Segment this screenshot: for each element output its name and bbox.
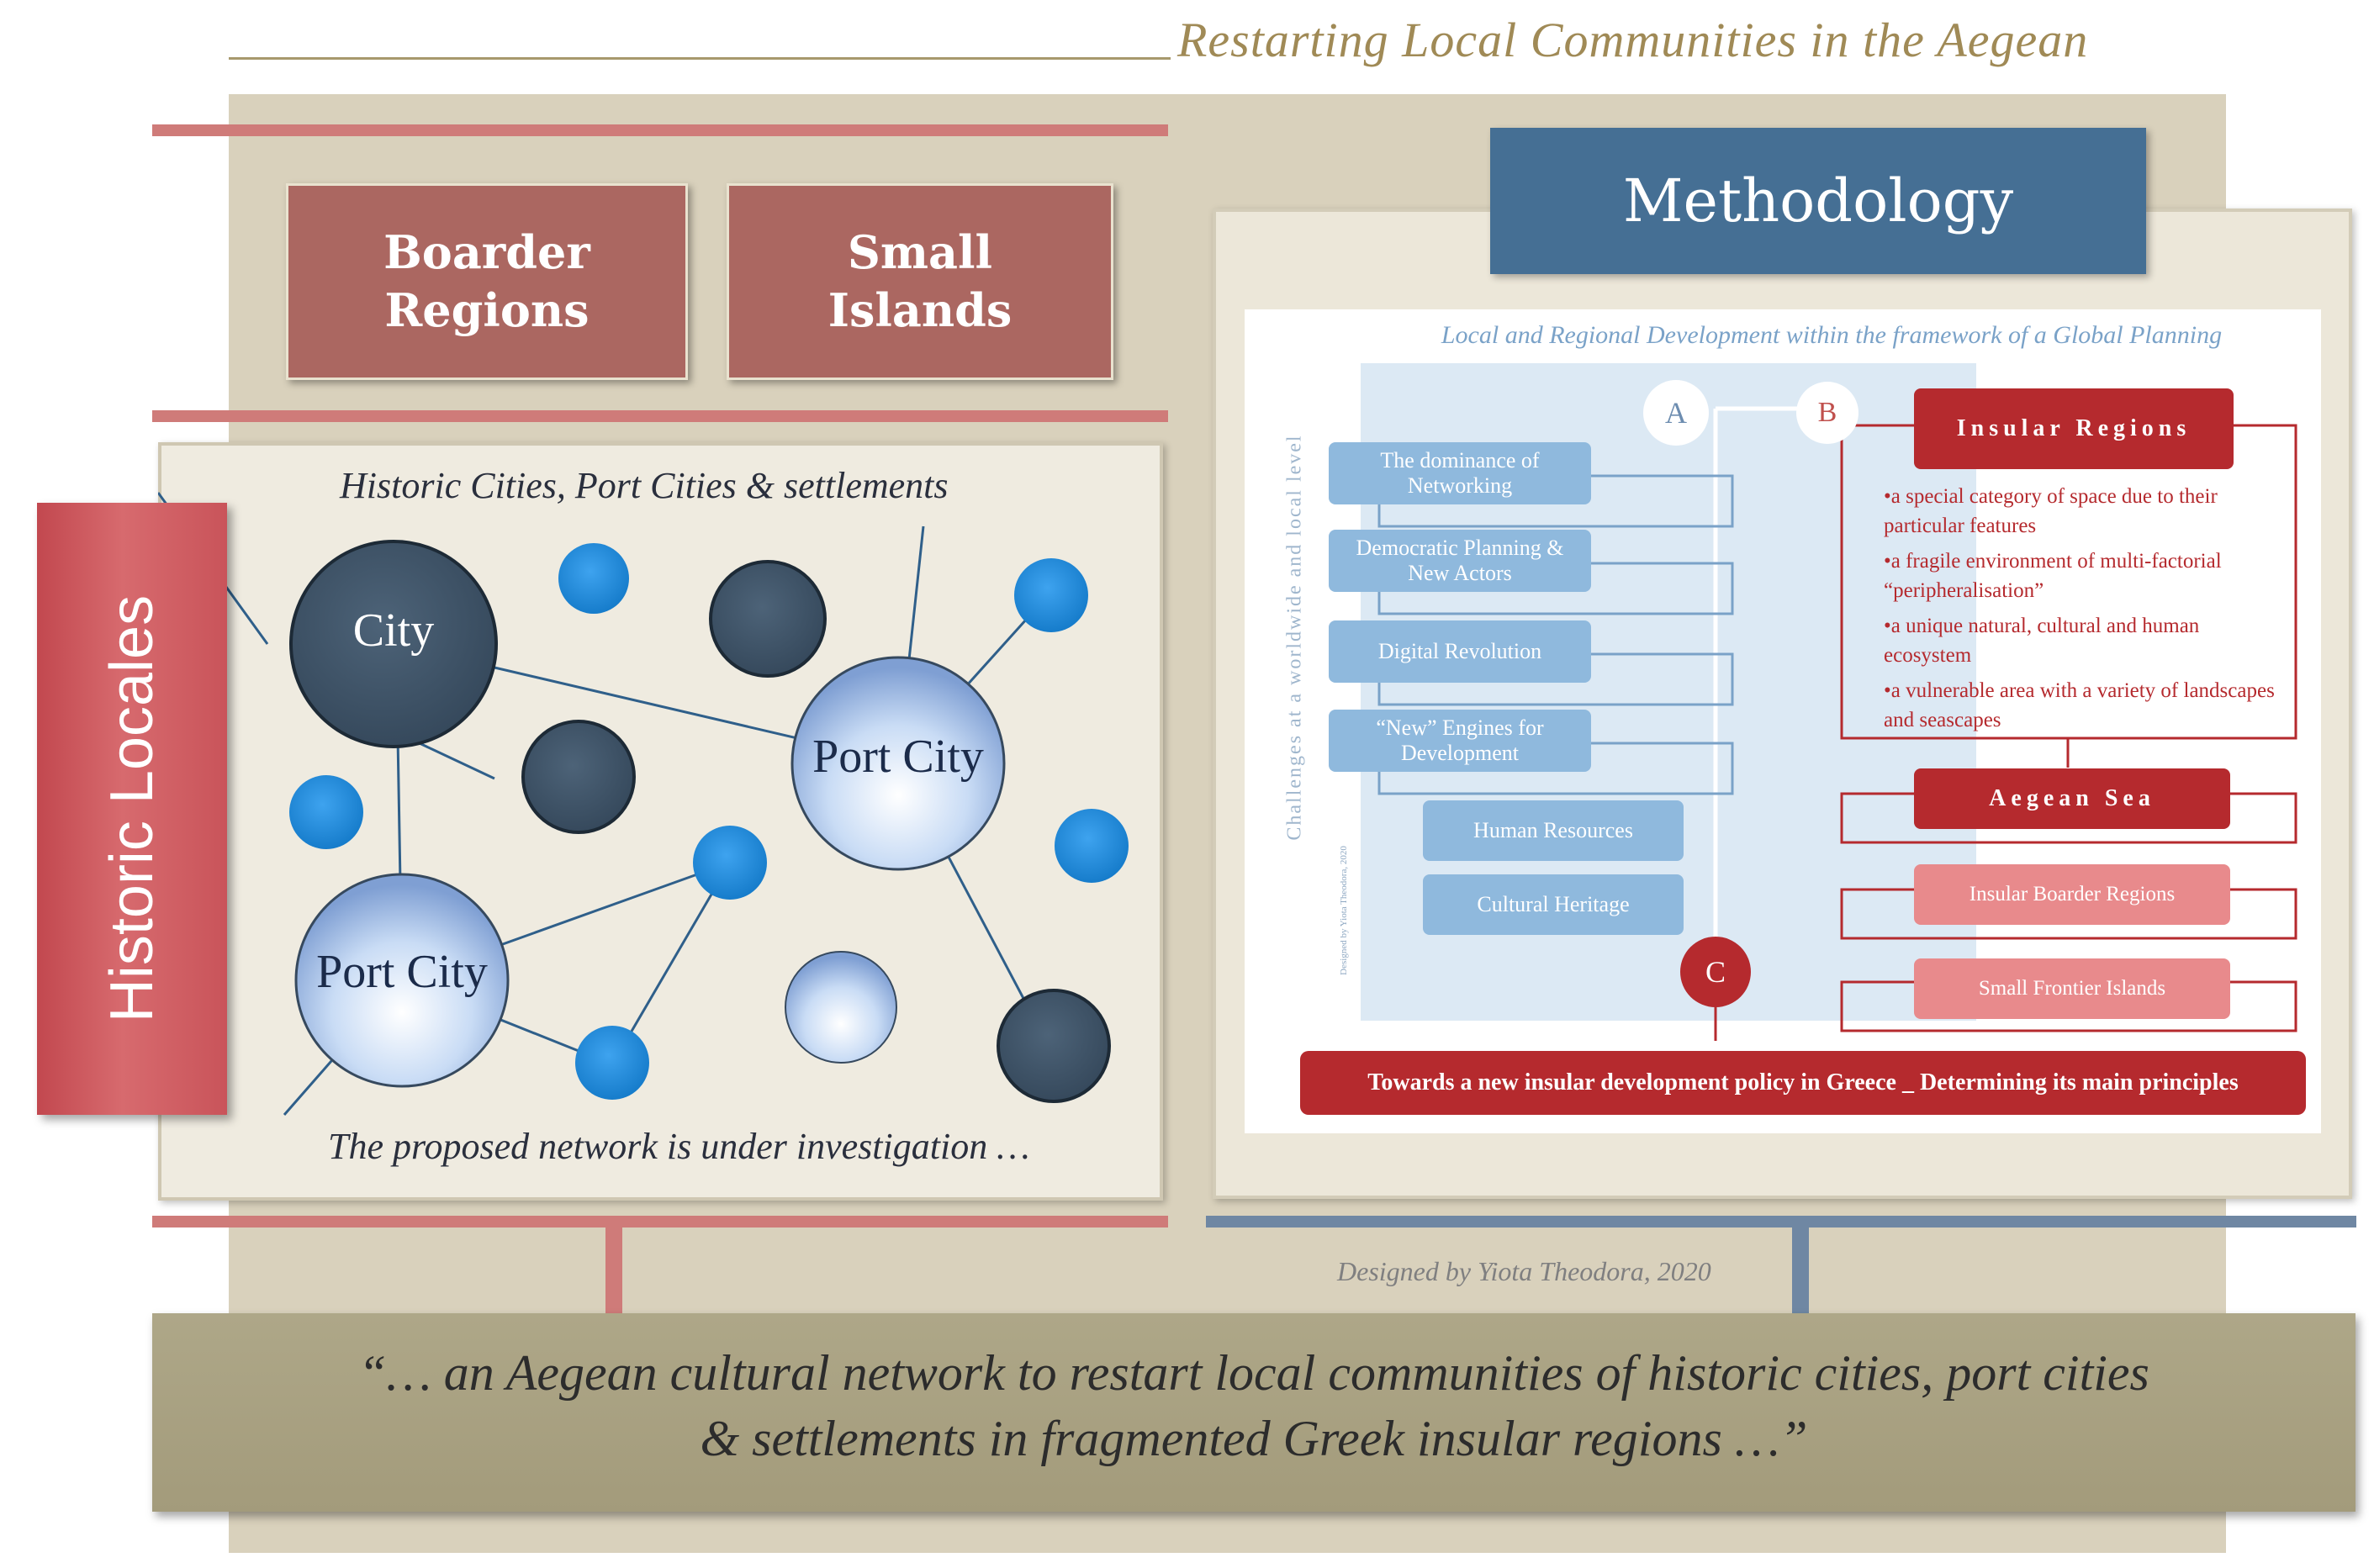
challenge-box: “New” Engines for Development (1329, 710, 1591, 772)
network-caption-top: Historic Cities, Port Cities & settlemen… (340, 465, 949, 506)
page-title: Restarting Local Communities in the Aege… (1177, 13, 2089, 67)
aegean-sea-box: Aegean Sea (1914, 768, 2230, 829)
insular-bullets: •a special category of space due to thei… (1884, 483, 2279, 735)
challenge-box: Digital Revolution (1329, 620, 1591, 683)
figure-title: Local and Regional Development within th… (1441, 321, 2223, 349)
bottom-divider-bar-left (152, 1216, 1168, 1227)
challenge-box: Human Resources (1423, 800, 1684, 861)
insular-bullet: •a unique natural, cultural and human ec… (1884, 615, 2200, 667)
methodology-title: Methodology (1490, 128, 2146, 274)
insular-bullet: •a special category of space due to thei… (1884, 485, 2218, 537)
bottom-divider-bar-right (1206, 1216, 2356, 1227)
quote-banner: “… an Aegean cultural network to restart… (152, 1313, 2355, 1512)
marker-b: B (1796, 382, 1858, 444)
marker-a: A (1643, 380, 1709, 446)
challenge-box: Democratic Planning & New Actors (1329, 530, 1591, 592)
settlement-node (521, 720, 636, 834)
small-node (575, 1026, 649, 1100)
quote-line-2: & settlements in fragmented Greek insula… (700, 1411, 1808, 1466)
policy-bar: Towards a new insular development policy… (1300, 1051, 2306, 1115)
connector-right (1792, 1224, 1809, 1317)
city-label: City (352, 604, 435, 657)
settlement-node-light (785, 951, 897, 1064)
top-divider-bar (152, 124, 1168, 136)
city-node (289, 540, 498, 748)
network-diagram (158, 492, 1129, 1116)
port-city-label: Port City (812, 731, 984, 783)
insular-border-box: Insular Boarder Regions (1914, 864, 2230, 925)
insular-regions-box: Insular Regions (1914, 388, 2234, 469)
challenge-box: The dominance of Networking (1329, 442, 1591, 504)
port-city-label: Port City (316, 946, 488, 998)
methodology-figure: Local and Regional Development within th… (1245, 309, 2321, 1133)
small-node (289, 775, 363, 849)
title-rule (229, 57, 1171, 60)
small-frontier-box: Small Frontier Islands (1914, 958, 2230, 1019)
border-regions-box: Boarder Regions (286, 183, 688, 380)
small-node (1014, 558, 1088, 632)
quote-text: “… an Aegean cultural network to restart… (152, 1340, 2355, 1471)
mid-divider-bar (152, 410, 1168, 422)
small-node (1055, 809, 1129, 883)
challenge-box: Cultural Heritage (1423, 874, 1684, 935)
marker-c: C (1680, 937, 1751, 1007)
port-city-node (294, 873, 510, 1088)
insular-bullet: •a fragile environment of multi-factoria… (1884, 550, 2222, 602)
network-edge (611, 862, 732, 1065)
settlement-node (997, 989, 1111, 1103)
designer-credit: Designed by Yiota Theodora, 2020 (1337, 1256, 1711, 1286)
quote-line-1: “… an Aegean cultural network to restart… (358, 1345, 2149, 1401)
port-city-node (790, 656, 1006, 871)
connector-left (605, 1224, 622, 1317)
insular-bullet: •a vulnerable area with a variety of lan… (1884, 679, 2275, 731)
network-caption-bottom: The proposed network is under investigat… (328, 1126, 1030, 1167)
small-node (693, 826, 767, 900)
historic-locales-text: Historic Locales (98, 594, 166, 1023)
small-islands-box: Small Islands (727, 183, 1113, 380)
historic-locales-label: Historic Locales (37, 503, 227, 1115)
small-node (558, 543, 629, 614)
settlement-node (709, 560, 827, 678)
